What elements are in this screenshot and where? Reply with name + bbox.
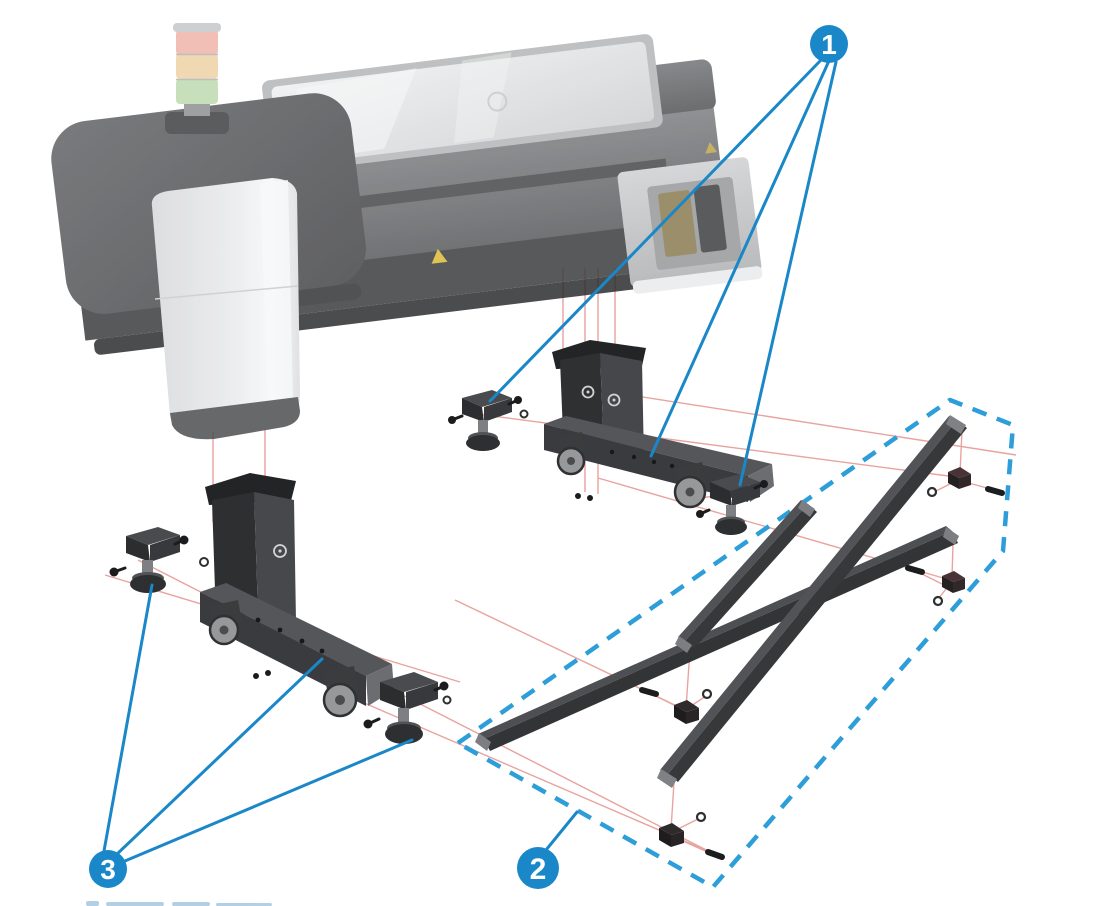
caster-wheel (208, 600, 242, 646)
corner-bracket (674, 700, 699, 724)
cross-brace-bars (475, 415, 967, 788)
callout-1-circle (810, 25, 848, 63)
corner-bracket (942, 571, 965, 593)
guide-drop (670, 781, 675, 831)
callout-3-leader (114, 657, 324, 857)
corner-bracket (948, 467, 971, 489)
screw-icon (639, 687, 659, 697)
status-beacon-icon (165, 23, 229, 134)
printer-body (51, 34, 763, 355)
beacon-red (176, 30, 218, 55)
corner-bracket (659, 823, 684, 847)
window-glare (454, 52, 512, 144)
column-hole-dot (586, 390, 590, 394)
beam-hole-dots (609, 449, 675, 469)
hp-logo-icon (487, 91, 508, 112)
ink-supply-detail-dark (693, 184, 727, 253)
caster-wheel (556, 432, 586, 476)
callout-3-leader (102, 583, 154, 853)
beacon-mount (165, 112, 229, 134)
foot-screws (448, 396, 768, 518)
callout-2-marker: 2 (517, 847, 559, 889)
column-hole-icon (273, 544, 287, 558)
bracket-screws (639, 486, 1005, 860)
callout-1-leader (649, 61, 830, 458)
window-sill (278, 158, 667, 218)
screw-icon (905, 565, 925, 575)
leg-cover-highlight (260, 180, 293, 406)
washer-icon (932, 595, 944, 607)
callout-leader-lines (102, 57, 838, 863)
washer-icon (926, 486, 938, 498)
cropped-caption-fragment (86, 901, 272, 906)
washer-icon (695, 811, 707, 823)
caster-wheel (673, 462, 707, 509)
column-hole-dot (278, 549, 282, 553)
adjustable-foot (380, 672, 438, 744)
callout-1-leader (738, 60, 838, 487)
guide-line (461, 411, 957, 478)
leg-beam-top (544, 416, 772, 476)
beam-hole-dots (255, 617, 325, 654)
column-hole-icon (607, 393, 621, 407)
foot-screws (109, 535, 449, 729)
warning-triangle-icon (705, 141, 718, 154)
callout-3-label: 3 (100, 854, 116, 885)
cross-brace-bar (675, 500, 817, 653)
warning-triangle-icon (431, 248, 448, 264)
callout-2-circle (517, 847, 559, 889)
screw-icon (985, 486, 1005, 496)
washer-icon (701, 688, 713, 700)
compartment-base-strip (632, 266, 763, 294)
guide-drop (959, 429, 963, 475)
screw-pair (253, 670, 271, 679)
screw-pair (575, 493, 593, 501)
window-glass (271, 41, 655, 166)
callout-3-leader (123, 738, 414, 863)
stand-leg-right (448, 340, 774, 535)
leg-cover-seam (154, 285, 299, 300)
callout-3-marker: 3 (89, 850, 127, 888)
washer-icon (519, 409, 529, 419)
beacon-amber (176, 54, 218, 79)
column-hole-icon (581, 385, 595, 399)
brace-hardware (639, 467, 1005, 860)
callout-1-label: 1 (821, 29, 837, 60)
printer-illustration (51, 23, 763, 440)
adjustable-foot (462, 390, 512, 451)
washer-icon (199, 557, 209, 567)
callout-2-leader (544, 810, 579, 852)
leg-beam-top (200, 583, 392, 676)
bracket-washers (695, 486, 944, 823)
callout-2-label: 2 (530, 853, 547, 886)
beacon-cap (173, 23, 221, 32)
ink-supply-detail (658, 190, 697, 257)
cross-brace-bar (657, 415, 967, 788)
callout-1-marker: 1 (810, 25, 848, 63)
adjustable-foot (126, 527, 180, 593)
callout-1-leader (488, 57, 824, 403)
stand-leg-left (109, 473, 452, 744)
beacon-green (176, 79, 218, 104)
leg-column-right-face (254, 492, 296, 622)
washer-icon (442, 695, 452, 705)
column-hole-dot (612, 398, 616, 402)
screw-icon (705, 849, 725, 860)
caster-wheel (322, 666, 358, 718)
adjustable-foot (710, 474, 760, 535)
callout-3-circle (89, 850, 127, 888)
dashed-selection-outline (455, 397, 1016, 890)
leg-cover-base (170, 397, 300, 440)
